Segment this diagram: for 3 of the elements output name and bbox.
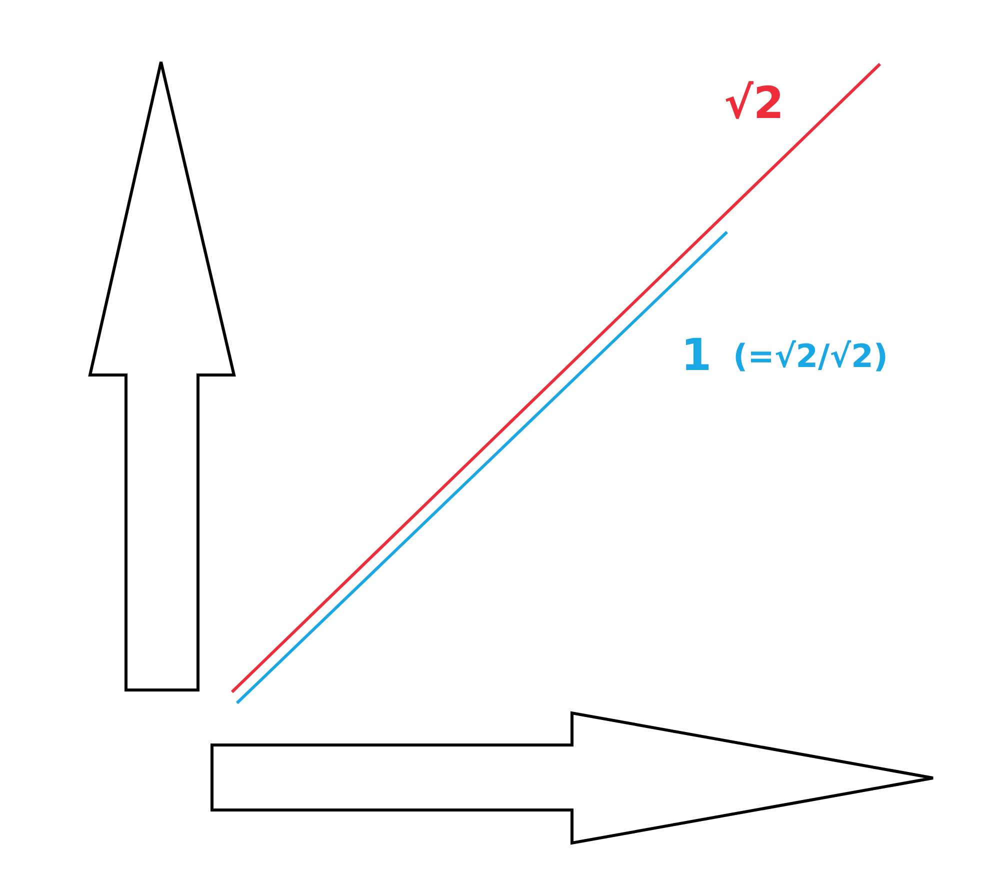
measure-label: (=√2/√2)	[733, 340, 888, 372]
measure-label: √2	[724, 82, 784, 126]
measure-label: 1	[681, 334, 712, 378]
